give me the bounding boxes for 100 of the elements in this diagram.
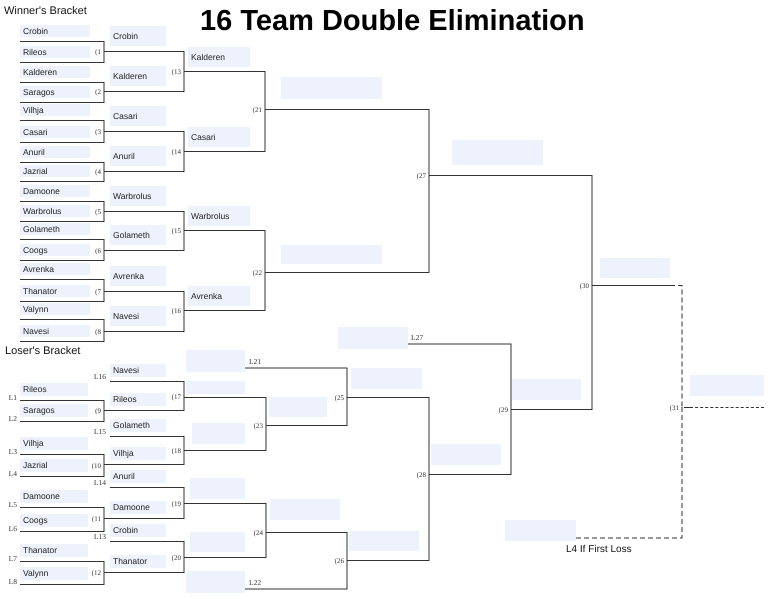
team-slot: Coogs [20, 514, 88, 532]
bracket-line [340, 532, 350, 561]
bracket-line [244, 560, 350, 590]
team-slot: Golameth [110, 419, 166, 437]
bracket-line [418, 474, 432, 561]
bracket-line [166, 450, 192, 465]
bracket-line [88, 572, 110, 585]
bracket-line [250, 109, 282, 152]
bracket-line [166, 503, 190, 519]
team-slot: Thanator [20, 285, 90, 302]
team-slot: Warbrolus [188, 206, 250, 231]
team-slot: Anuril [20, 146, 90, 163]
section-heading: Winner's Bracket [4, 5, 87, 18]
blank-slot [269, 397, 327, 426]
bracket-line [500, 409, 512, 475]
team-slot: Kalderen [188, 47, 250, 72]
note-text: L4 If First Loss [566, 544, 632, 556]
team-slot: Casari [110, 106, 166, 132]
bracket-line [90, 171, 110, 182]
bracket-line [88, 464, 110, 477]
bracket-line [166, 71, 188, 92]
team-slot: Saragos [20, 404, 88, 422]
blank-slot [190, 478, 245, 504]
team-slot: Rileos [20, 383, 88, 401]
team-slot: Kalderen [20, 66, 90, 83]
bracket-line [580, 285, 600, 410]
team-slot: Damoone [20, 490, 88, 508]
section-heading: Loser's Bracket [5, 345, 80, 358]
bracket-line [88, 410, 110, 422]
team-slot: Avrenka [20, 263, 90, 280]
team-slot: Navesi [110, 306, 166, 332]
blank-slot [281, 245, 382, 273]
team-slot: Jazrial [20, 165, 90, 182]
team-slot: Crobin [110, 26, 166, 52]
blank-slot [690, 375, 764, 408]
bracket-line [326, 397, 352, 426]
team-slot: Golameth [20, 223, 90, 240]
bracket-line [576, 407, 690, 538]
team-slot: Anuril [110, 146, 166, 172]
team-slot: Anuril [110, 470, 166, 488]
team-slot: Damoone [20, 185, 90, 202]
team-slot: Valynn [20, 303, 90, 320]
team-slot: Saragos [20, 86, 90, 103]
team-slot: Crobin [20, 25, 90, 42]
blank-slot [349, 531, 419, 561]
bracket-line [90, 331, 110, 342]
team-slot: Vilhja [20, 104, 90, 121]
blank-slot [600, 258, 670, 286]
bracket-line [90, 211, 110, 222]
blank-slot [512, 379, 581, 410]
team-slot: Kalderen [110, 66, 166, 92]
bracket-line [90, 291, 110, 302]
blank-slot [190, 532, 245, 558]
team-slot: Avrenka [110, 266, 166, 292]
bracket-line [166, 310, 188, 332]
blank-slot [270, 499, 340, 533]
bracket-line [382, 175, 452, 273]
team-slot: Golameth [110, 225, 166, 251]
blank-slot [431, 444, 501, 475]
blank-slot [505, 520, 576, 541]
bracket-line [88, 518, 110, 532]
bracket-line [90, 250, 110, 261]
blank-slot [192, 423, 245, 451]
bracket-line [166, 381, 186, 398]
bracket-line [244, 532, 270, 558]
team-slot: Vilhja [20, 437, 88, 455]
blank-slot [338, 327, 408, 349]
blank-slot [281, 77, 382, 110]
bracket-line [166, 557, 190, 573]
team-slot: Thanator [20, 544, 88, 562]
bracket-line [166, 151, 188, 172]
bracket-line [166, 230, 188, 251]
team-slot: Jazrial [20, 459, 88, 477]
team-slot: Rileos [20, 46, 90, 63]
team-slot: Navesi [110, 364, 166, 382]
blank-slot [186, 350, 245, 372]
team-slot: Damoone [110, 501, 166, 519]
bracket-line [244, 425, 270, 451]
team-slot: Avrenka [188, 286, 250, 311]
team-slot: Crobin [110, 524, 166, 542]
bracket-line [90, 51, 110, 63]
bracket-line [250, 272, 282, 311]
blank-slot [186, 571, 245, 593]
team-slot: Coogs [20, 244, 90, 261]
team-slot: Valynn [20, 567, 88, 585]
bracket-line [422, 397, 432, 475]
bracket-line [166, 397, 186, 411]
bracket-line [90, 91, 110, 103]
team-slot: Warbrolus [20, 205, 90, 222]
page-title: 16 Team Double Elimination [200, 4, 585, 38]
team-slot: Rileos [110, 393, 166, 411]
bracket-line [90, 131, 110, 143]
team-slot: Thanator [110, 555, 166, 573]
blank-slot [351, 368, 422, 398]
bracket-line [408, 344, 512, 410]
team-slot: Warbrolus [110, 186, 166, 212]
bracket-line [244, 397, 270, 426]
team-slot: Navesi [20, 325, 90, 342]
team-slot: Casari [188, 127, 250, 152]
blank-slot [452, 140, 543, 176]
